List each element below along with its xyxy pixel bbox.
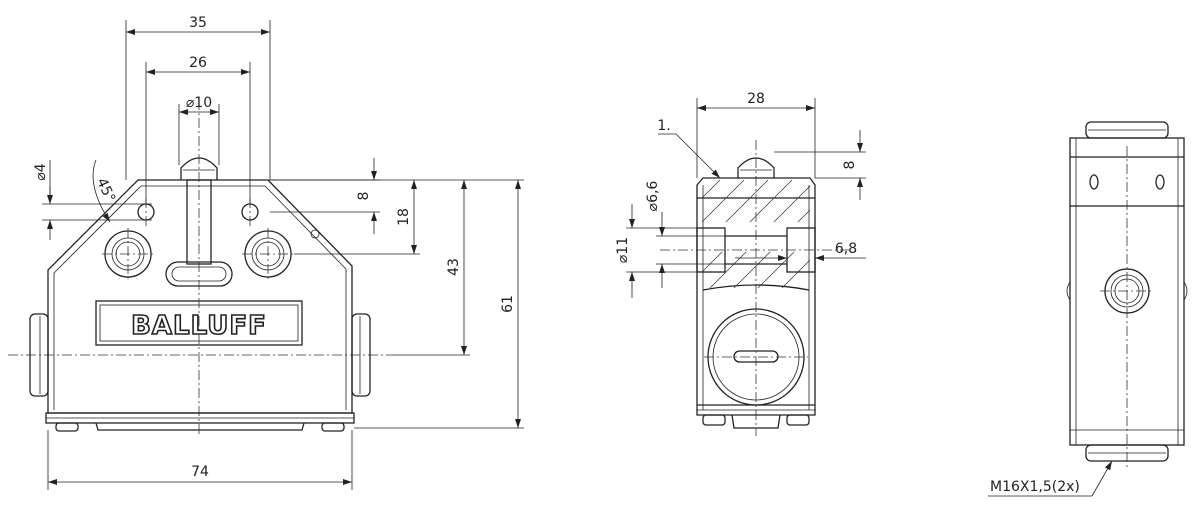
side-dim-plunger-travel: 8 xyxy=(842,161,858,170)
side-dim-bore-small: ⌀6,6 xyxy=(645,181,661,212)
dim-plunger-diameter: ⌀10 xyxy=(186,95,212,111)
front-body-outline xyxy=(47,179,353,414)
dim-chamfer-angle: 45° xyxy=(93,176,118,205)
dim-center-height: 43 xyxy=(446,258,462,276)
side-body-outline xyxy=(696,177,816,416)
dim-height: 61 xyxy=(500,295,516,313)
dim-width: 74 xyxy=(191,464,209,480)
dim-mount-offset: 18 xyxy=(396,208,412,226)
front-view: BALLUFF 35 26 ⌀10 ⌀4 45° xyxy=(8,15,524,490)
right-view: M16X1,5(2x) xyxy=(988,121,1188,497)
front-base-slot xyxy=(95,422,305,431)
side-view: 1. 28 8 ⌀6,6 ⌀11 6,8 xyxy=(615,91,866,436)
front-body-inner xyxy=(53,185,347,410)
side-dim-bore-depth: 6,8 xyxy=(835,241,857,257)
brand-logo: BALLUFF xyxy=(131,311,267,341)
right-thread-label: M16X1,5(2x) xyxy=(990,479,1080,495)
dim-mount-spacing: 26 xyxy=(189,55,207,71)
dim-top-width: 35 xyxy=(189,15,207,31)
dim-hole-diameter: ⌀4 xyxy=(33,163,49,180)
side-dim-width: 28 xyxy=(747,91,765,107)
side-dim-bore-large: ⌀11 xyxy=(615,237,631,263)
side-callout: 1. xyxy=(657,118,670,134)
dim-plunger-travel: 8 xyxy=(356,192,372,201)
